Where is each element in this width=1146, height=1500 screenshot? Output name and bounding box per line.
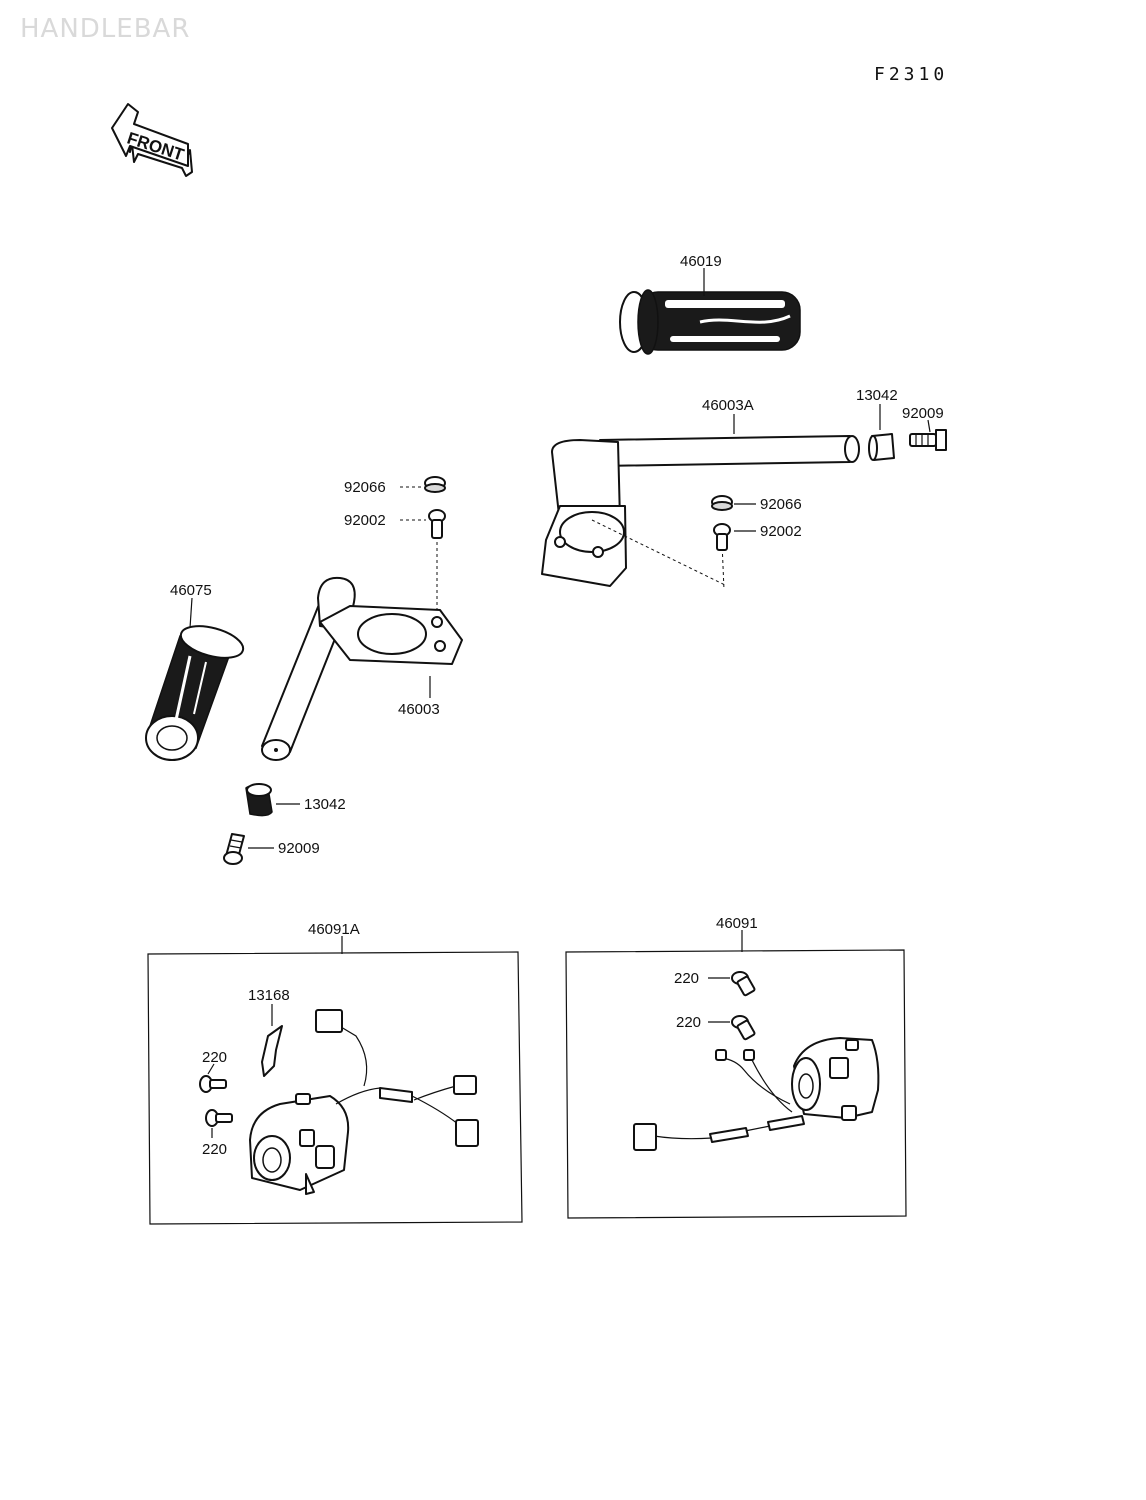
label-13168: 13168 [248, 987, 290, 1004]
label-220-d: 220 [676, 1014, 701, 1031]
label-13042-right: 13042 [856, 387, 898, 404]
figure-code: F2310 [874, 64, 949, 85]
left-cap-92066 [424, 476, 446, 493]
left-screw-220-a [199, 1075, 227, 1093]
left-clip-13168 [261, 1025, 283, 1077]
right-end-weight-13042 [868, 433, 895, 461]
label-92002-left: 92002 [344, 512, 386, 529]
label-220-c: 220 [674, 970, 699, 987]
label-92066-left: 92066 [344, 479, 386, 496]
right-grip-46019 [619, 289, 801, 355]
box-46091 [565, 949, 907, 1219]
label-46091: 46091 [716, 915, 758, 932]
left-grip-46075 [145, 625, 245, 761]
left-handlebar-46003 [261, 576, 463, 761]
right-screw-220-c [731, 971, 756, 997]
label-92002-right: 92002 [760, 523, 802, 540]
left-bolt-92009 [223, 833, 245, 865]
left-screw-220-b [205, 1109, 233, 1127]
label-46019: 46019 [680, 253, 722, 270]
left-bolt-92002 [428, 509, 446, 539]
label-13042-left: 13042 [304, 796, 346, 813]
label-220-a: 220 [202, 1049, 227, 1066]
right-cap-92066 [711, 495, 733, 511]
label-92066-right: 92066 [760, 496, 802, 513]
label-46091A: 46091A [308, 921, 360, 938]
box-46091A [147, 951, 523, 1225]
label-220-b: 220 [202, 1141, 227, 1158]
label-92009-right: 92009 [902, 405, 944, 422]
front-arrow-icon: FRONT [111, 103, 193, 177]
label-46003: 46003 [398, 701, 440, 718]
page-watermark: HANDLEBAR [20, 14, 191, 44]
left-end-weight-13042 [245, 783, 273, 817]
right-bolt-92002 [713, 523, 731, 551]
label-46075: 46075 [170, 582, 212, 599]
right-handlebar-46003A [541, 435, 860, 591]
right-bolt-92009 [909, 429, 947, 451]
right-screw-220-d [731, 1015, 756, 1041]
label-46003A: 46003A [702, 397, 754, 414]
label-92009-left: 92009 [278, 840, 320, 857]
right-switch-housing [633, 1037, 880, 1151]
left-switch-housing [249, 1009, 479, 1195]
